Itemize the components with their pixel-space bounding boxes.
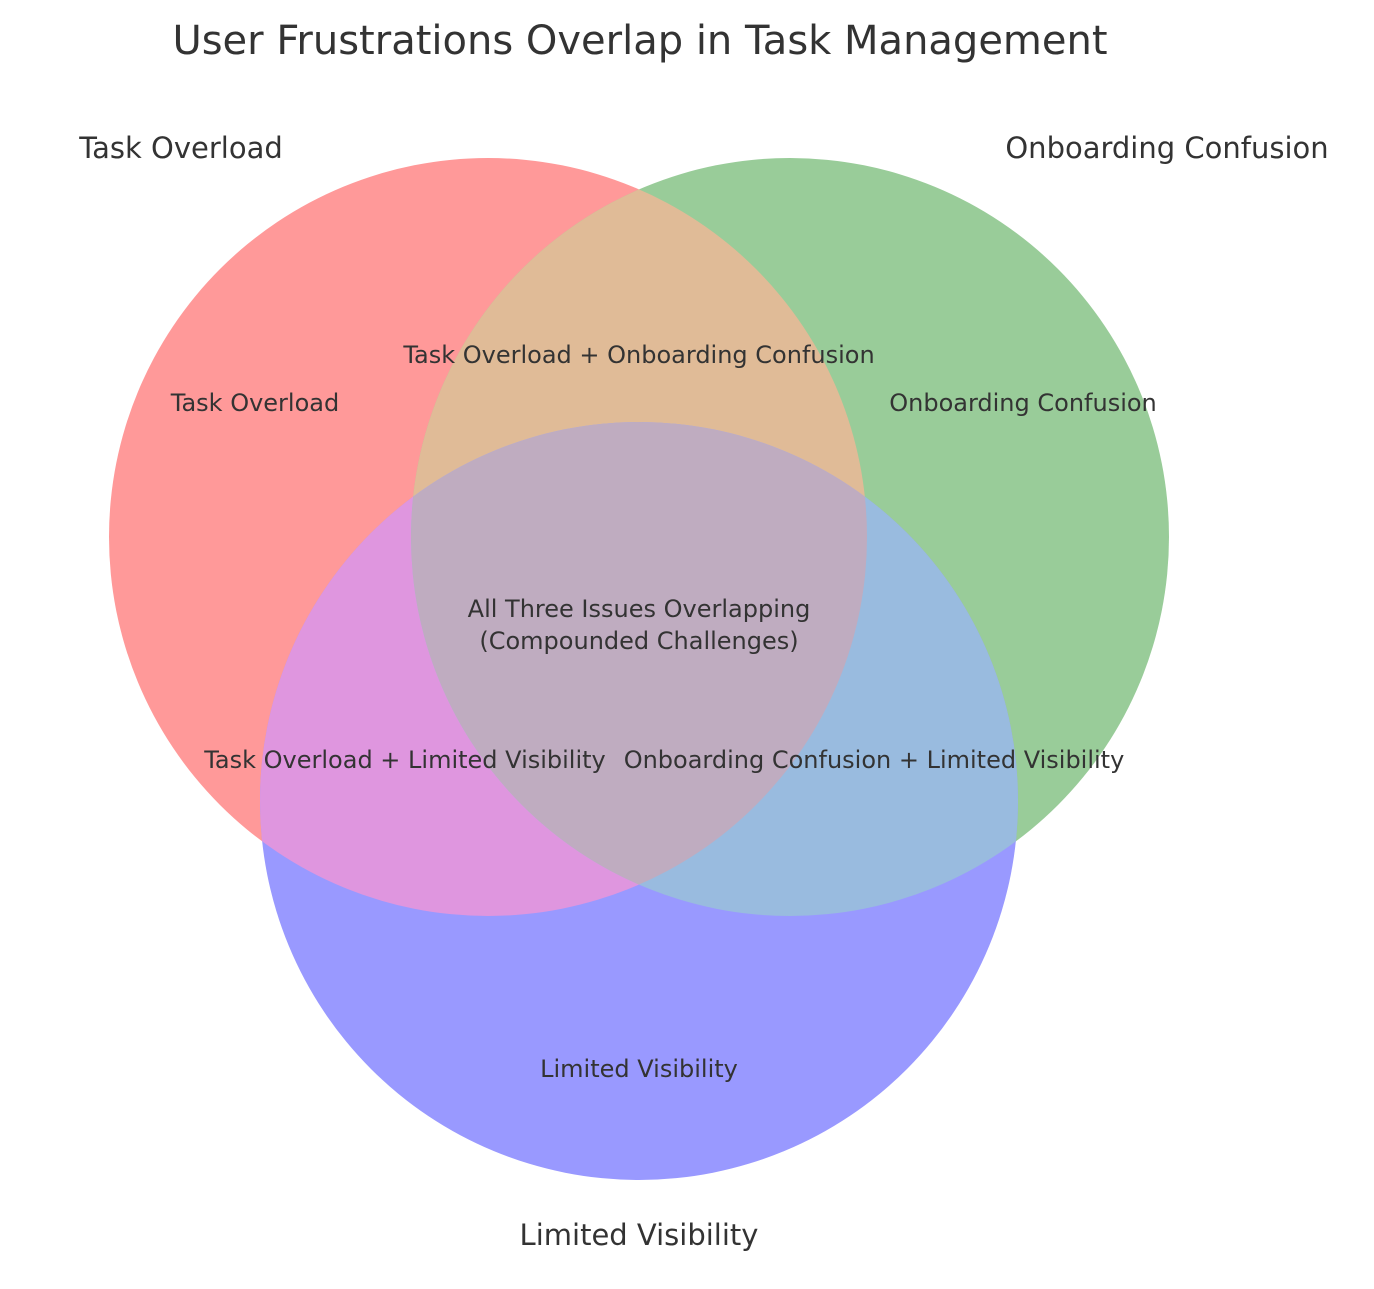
region-label-onboarding-confusion-limited-visibility: Onboarding Confusion + Limited Visibilit… <box>624 746 1125 774</box>
set-label-task-overload: Task Overload <box>78 131 283 165</box>
set-label-limited-visibility: Limited Visibility <box>520 1218 759 1252</box>
region-label-limited-visibility: Limited Visibility <box>540 1055 738 1083</box>
region-label-task-overload-onboarding-confusion: Task Overload + Onboarding Confusion <box>402 341 874 369</box>
region-label-onboarding-confusion: Onboarding Confusion <box>889 389 1157 417</box>
region-all-three <box>411 422 867 916</box>
region-label-task-overload-limited-visibility: Task Overload + Limited Visibility <box>203 746 606 774</box>
region-label-all-three-line2: (Compounded Challenges) <box>479 627 798 655</box>
region-label-all-three-line1: All Three Issues Overlapping <box>468 595 811 623</box>
region-label-task-overload: Task Overload <box>170 389 339 417</box>
diagram-title: User Frustrations Overlap in Task Manage… <box>172 18 1107 64</box>
set-label-onboarding-confusion: Onboarding Confusion <box>1005 131 1328 165</box>
